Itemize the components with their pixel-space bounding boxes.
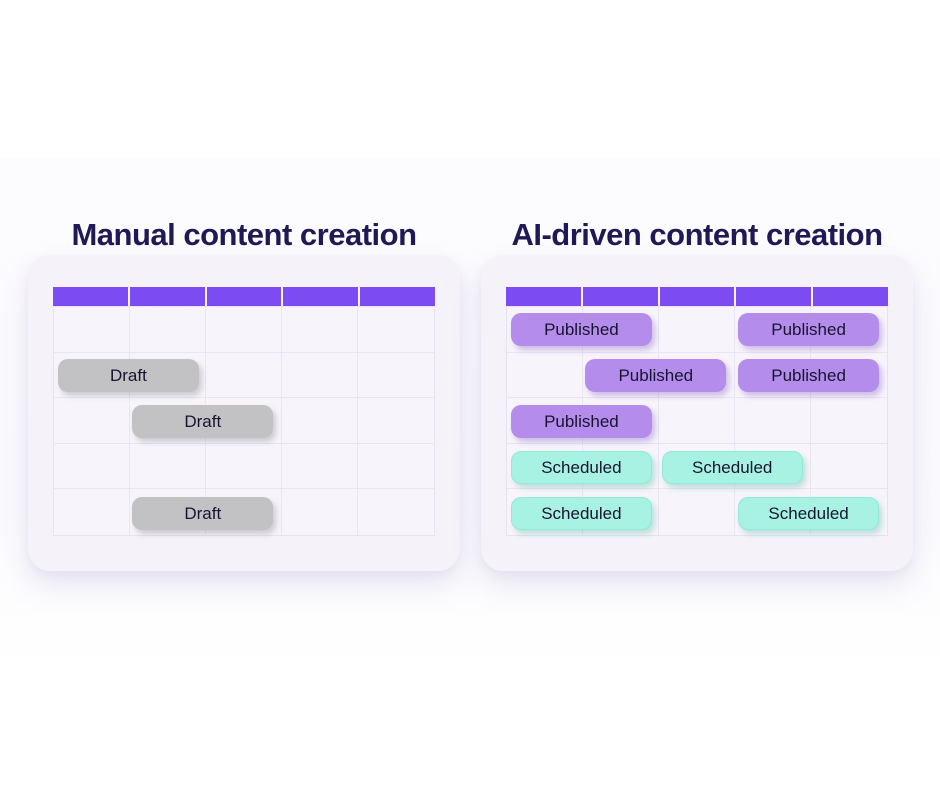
calendar-header-cell [206,287,282,306]
calendar-cell [282,443,358,490]
event-badge-published[interactable]: Published [738,313,879,346]
calendar-cell [583,398,659,444]
event-badge-draft[interactable]: Draft [58,359,199,392]
calendar-cell [583,489,659,535]
calendar-header-cell [129,287,205,306]
calendar-cell [282,307,358,353]
calendar-cell [659,398,735,444]
calendar-cell [811,307,887,353]
event-badge-scheduled[interactable]: Scheduled [661,451,803,484]
calendar-cell [358,444,434,490]
calendar-cell [54,443,130,490]
calendar-cell [811,353,887,399]
calendar-cell [659,307,735,353]
calendar-header-cell [813,287,888,306]
event-badge-published[interactable]: Published [511,313,652,346]
calendar-cell [206,398,282,444]
calendar-header-cell [582,287,658,306]
calendar-header-cell [283,287,359,306]
event-badge-draft[interactable]: Draft [132,497,274,530]
calendar-cell [206,307,282,353]
event-badge-draft[interactable]: Draft [132,405,274,438]
calendar-cell [130,307,206,353]
calendar-cell [358,307,434,353]
calendar-cell [358,489,434,535]
calendar-cell [282,398,358,444]
calendar-cell [358,353,434,399]
calendar-cell [811,398,887,444]
event-badge-published[interactable]: Published [511,405,652,438]
calendar-header-row [506,287,888,306]
calendar-cell [54,307,130,353]
calendar-cell [206,443,282,490]
calendar-cell [811,444,887,490]
calendar-cell [54,489,130,535]
calendar-cell [735,398,811,444]
calendar-cell [130,352,206,399]
calendar-header-cell [659,287,735,306]
event-badge-scheduled[interactable]: Scheduled [511,497,652,530]
event-badge-scheduled[interactable]: Scheduled [511,451,652,484]
calendar-header-row [53,287,435,306]
calendar-cell [583,443,659,490]
calendar-header-cell [360,287,435,306]
calendar-cell [507,352,583,399]
calendar-cell [206,352,282,399]
calendar-cell [659,352,735,399]
calendar-cell [54,398,130,444]
calendar-cell [282,352,358,399]
calendar-cell [130,443,206,490]
calendar-cell [583,307,659,353]
heading-ai-driven-content-creation: AI-driven content creation [511,216,883,252]
event-badge-published[interactable]: Published [585,359,727,392]
calendar-cell [358,398,434,444]
calendar-cell [735,443,811,490]
calendar-header-cell [736,287,812,306]
event-badge-published[interactable]: Published [738,359,879,392]
heading-manual-content-creation: Manual content creation [71,216,417,252]
calendar-cell [206,489,282,535]
calendar-cell [282,489,358,535]
calendar-header-cell [506,287,581,306]
event-badge-scheduled[interactable]: Scheduled [738,497,879,530]
calendar-cell [659,489,735,535]
calendar-header-cell [53,287,128,306]
